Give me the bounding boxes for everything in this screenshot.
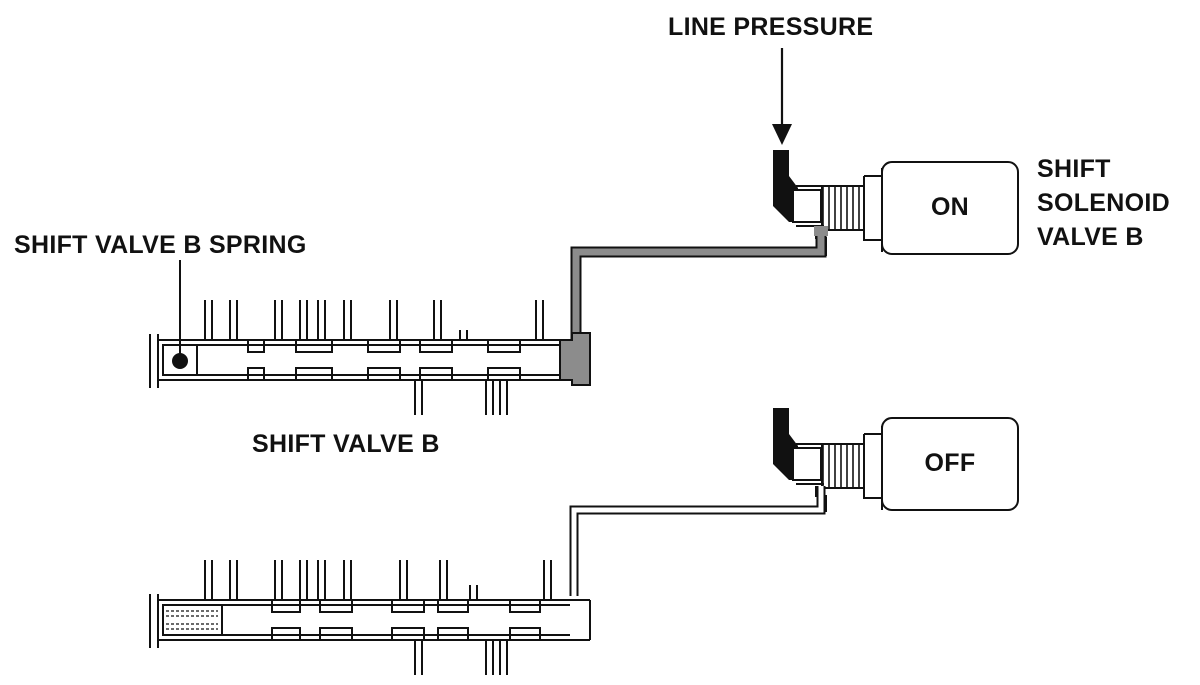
shift-valve-b-off <box>149 560 591 675</box>
line-pressure-inlet <box>773 150 798 222</box>
solenoid-label-line2: SOLENOID <box>1037 189 1170 217</box>
line-pressure-label: LINE PRESSURE <box>668 13 874 41</box>
pressure-pipe-off <box>569 486 826 596</box>
solenoid-valve-on <box>773 150 1019 256</box>
line-pressure-arrow <box>772 48 792 145</box>
valve-end-pressure-on <box>559 332 591 386</box>
line-pressure-inlet-off <box>773 408 798 480</box>
state-on-label: ON <box>930 193 970 221</box>
pressure-pipe-on <box>570 226 828 350</box>
solenoid-valve-label: SHIFT SOLENOID VALVE B <box>1037 152 1170 254</box>
spring-label: SHIFT VALVE B SPRING <box>14 231 307 259</box>
spring-off <box>162 604 223 636</box>
solenoid-label-line3: VALVE B <box>1037 223 1144 251</box>
solenoid-body-on <box>881 161 1019 255</box>
shift-valve-b-on <box>149 300 565 415</box>
state-off-label: OFF <box>924 449 976 477</box>
shift-valve-label: SHIFT VALVE B <box>252 430 440 458</box>
solenoid-valve-off <box>773 408 1019 512</box>
top-assembly <box>149 48 1019 415</box>
spring-ball <box>172 353 188 369</box>
bottom-assembly <box>149 408 1019 675</box>
solenoid-label-line1: SHIFT <box>1037 155 1111 183</box>
solenoid-body-off <box>881 417 1019 511</box>
